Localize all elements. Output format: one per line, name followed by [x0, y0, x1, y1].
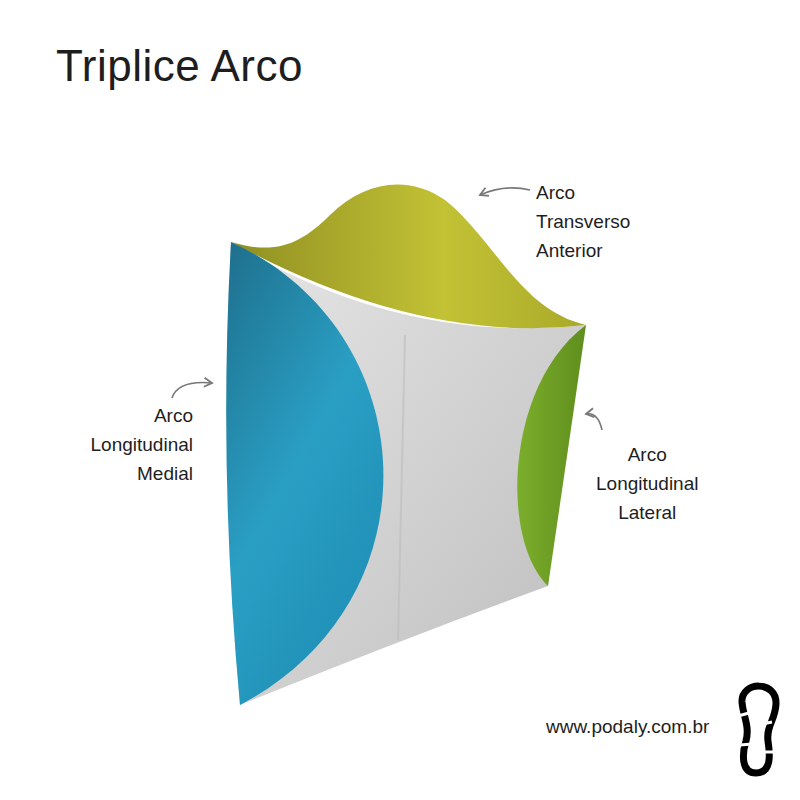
arch-label: Arco Transverso Anterior [536, 178, 630, 265]
foot-logo [738, 686, 776, 773]
body-crease [398, 335, 405, 640]
leader-arrow [172, 383, 212, 398]
lateral-arch [517, 325, 586, 586]
medial-arch [226, 242, 383, 705]
arch-label: Arco Longitudinal Lateral [596, 440, 698, 527]
title: Triplice Arco [56, 40, 303, 92]
arch-label: Arco Longitudinal Medial [91, 401, 193, 488]
leader-arrow [480, 188, 530, 195]
watermark: www.podaly.com.br [546, 715, 709, 739]
leader-arrow [586, 414, 602, 430]
